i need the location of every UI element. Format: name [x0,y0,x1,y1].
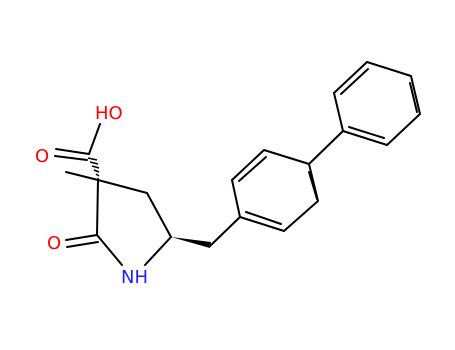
carboxylic-acid-group [54,123,101,161]
lactam-oxygen-label: O [47,233,61,254]
bond-c4-c5 [146,192,172,238]
bond-c-oh [88,123,101,155]
hydroxyl-label: HO [95,103,123,124]
bond-n-c2 [96,234,123,266]
bond-c2-c3 [96,179,99,236]
bond-c3-c4 [97,179,148,194]
ring-nitrogen-label: NH [121,267,148,288]
acid-carbonyl-oxygen-label: O [35,146,49,167]
bond-ch2-aryl [209,216,241,247]
bond-c-o-double-b [54,155,88,161]
bond-c2-o-b [66,241,99,248]
bond-c2-o-a [65,234,98,241]
bond-methyl [65,171,99,181]
bond-c-o-double-a [55,148,90,155]
benzene-ring-2 [333,61,421,146]
wedge-benzyl [171,237,211,248]
bond-c5-n [144,236,172,266]
bond-biaryl [308,130,344,165]
benzene-ring-1 [231,149,319,232]
pyrrolidinone-ring [65,179,172,266]
hashed-wedge-acid [87,157,100,180]
